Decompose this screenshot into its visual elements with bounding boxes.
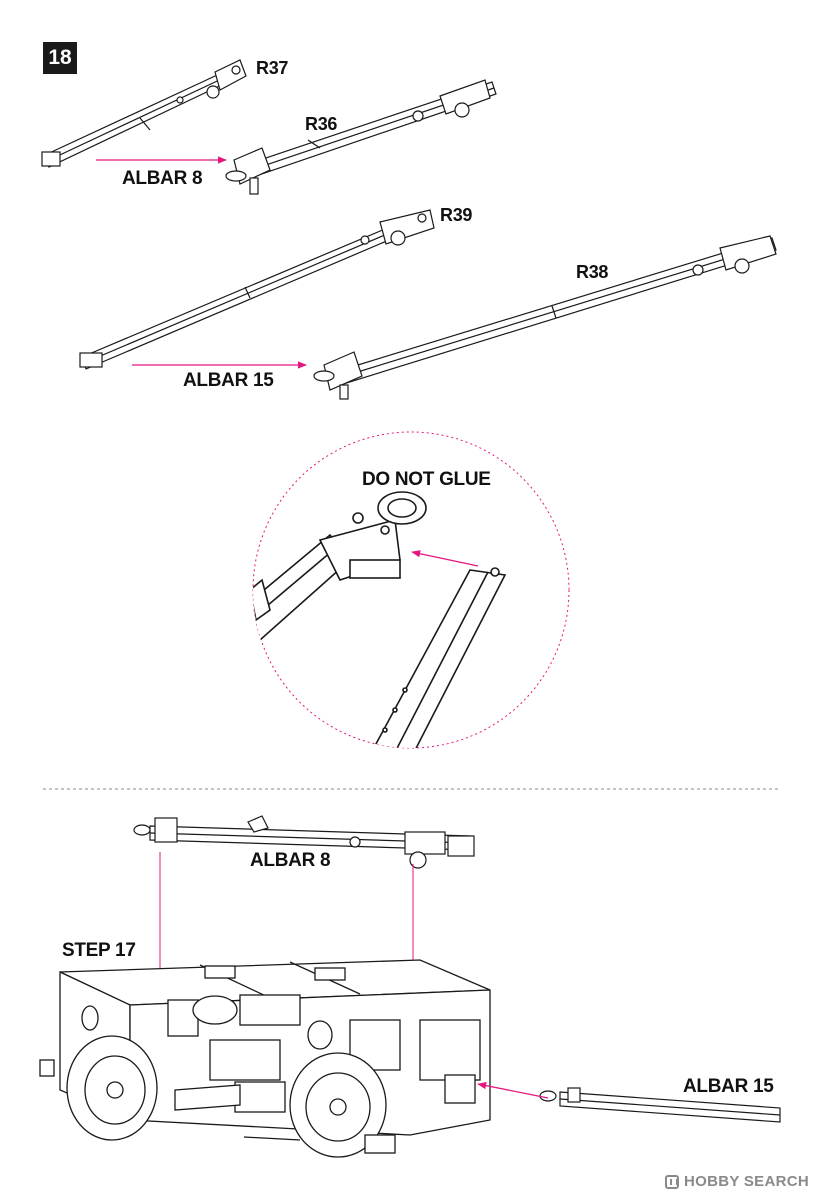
part-r36-bar [225, 79, 497, 195]
label-do-not-glue: DO NOT GLUE [362, 469, 491, 490]
part-r38-bar [313, 235, 777, 400]
label-step17-reference: STEP 17 [62, 940, 136, 961]
watermark-text: HOBBY SEARCH [683, 1173, 809, 1190]
label-r38: R38 [576, 262, 609, 282]
step-number: 18 [48, 46, 72, 69]
label-albar15-bottom: ALBAR 15 [683, 1076, 774, 1097]
towbar-albar8-bottom [133, 815, 475, 869]
detail-insert-arrow [411, 550, 479, 567]
label-albar15-top: ALBAR 15 [183, 370, 274, 391]
label-albar8-bottom: ALBAR 8 [250, 850, 331, 871]
tow-tractor-vehicle [39, 959, 491, 1158]
label-albar8-top: ALBAR 8 [122, 168, 203, 189]
part-r37-bar [41, 59, 247, 168]
part-r39-bar [79, 209, 435, 370]
hobby-search-watermark: HOBBY SEARCH [664, 1173, 809, 1190]
detail-view [253, 491, 507, 748]
hitch-assembly-arrow [477, 1082, 549, 1099]
step-number-badge: 18 [43, 42, 77, 74]
label-r36: R36 [305, 114, 338, 134]
label-r37: R37 [256, 58, 289, 78]
label-r39: R39 [440, 205, 473, 225]
hobby-search-logo-icon [664, 1174, 679, 1189]
towbar-albar15-bottom [539, 1087, 781, 1123]
